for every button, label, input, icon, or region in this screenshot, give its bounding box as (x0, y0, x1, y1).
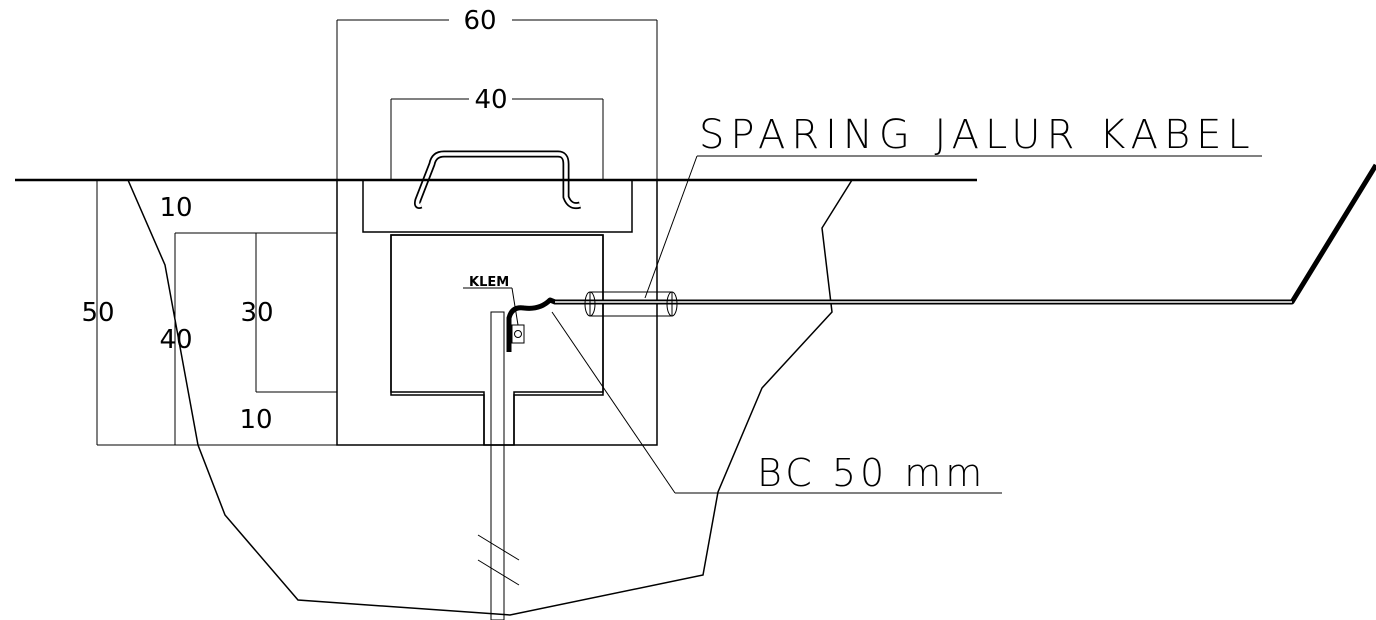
dim-height-left: 40 (159, 325, 192, 355)
leader-lines (463, 155, 1262, 494)
pit-cover-slab (362, 179, 633, 233)
klem-clamp (511, 324, 525, 344)
sparing-conduit (584, 291, 678, 317)
earthing-rod (477, 311, 520, 620)
label-sparing-jalur-kabel: SPARING JALUR KABEL (699, 112, 1256, 158)
dim-bottom-slab: 10 (239, 405, 272, 435)
dim-width-inner: 40 (474, 85, 507, 115)
dim-top-slab: 10 (159, 193, 192, 223)
label-klem: KLEM (469, 275, 509, 290)
dimension-lines (96, 19, 658, 446)
pit-inner-chamber (390, 234, 604, 446)
dim-width-outer: 60 (463, 6, 496, 36)
left-soil-steps (174, 232, 337, 445)
bc-cable (506, 163, 1376, 352)
soil-backfill-area (126, 179, 854, 616)
label-bc-cable: BC 50 mm (757, 451, 986, 495)
dim-height-mid: 30 (240, 298, 273, 328)
dim-height-total: 50 (81, 298, 114, 328)
